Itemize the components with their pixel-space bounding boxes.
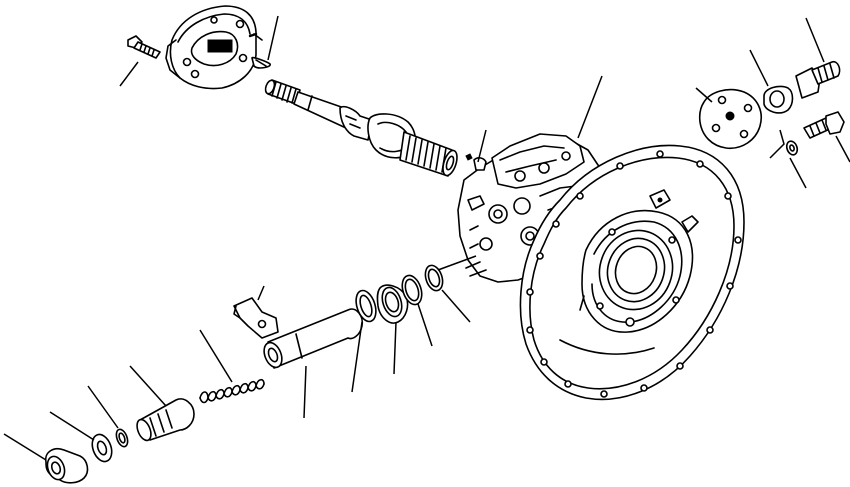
leader-line bbox=[129, 365, 167, 407]
end-plate bbox=[165, 5, 263, 90]
washer bbox=[785, 140, 799, 156]
leader-line bbox=[577, 75, 603, 139]
drive-shaft bbox=[264, 79, 458, 177]
leader-line bbox=[805, 17, 825, 63]
bracket bbox=[233, 297, 279, 339]
leader-line bbox=[49, 411, 95, 441]
leader-line bbox=[417, 303, 433, 347]
bolt bbox=[127, 35, 161, 59]
leader-line bbox=[769, 129, 785, 159]
leader-line bbox=[441, 289, 471, 323]
o-ring bbox=[115, 428, 129, 448]
washer bbox=[91, 433, 113, 463]
leader-line bbox=[87, 385, 119, 429]
rim-bolt-holes bbox=[526, 150, 742, 398]
leader-line bbox=[477, 129, 487, 163]
o-ring bbox=[424, 264, 444, 292]
o-ring bbox=[401, 274, 423, 306]
pin bbox=[251, 56, 271, 69]
leader-line bbox=[393, 321, 397, 375]
leader-line bbox=[119, 61, 139, 87]
leader-line bbox=[303, 365, 307, 419]
leader-line bbox=[199, 329, 233, 383]
leader-line bbox=[749, 49, 769, 87]
bolt bbox=[795, 60, 841, 99]
seal-ring bbox=[355, 289, 377, 323]
leader-line bbox=[3, 433, 47, 461]
spring bbox=[199, 378, 265, 404]
bearing-ring bbox=[376, 284, 409, 324]
bolt bbox=[803, 111, 845, 139]
cover-plate bbox=[698, 88, 762, 150]
leader-line bbox=[789, 157, 807, 189]
shaft-sleeve bbox=[263, 308, 364, 369]
cap-nut bbox=[44, 447, 89, 484]
leader-line bbox=[437, 255, 477, 271]
flywheel-housing bbox=[519, 144, 745, 401]
plug bbox=[136, 398, 195, 442]
leader-line bbox=[267, 15, 279, 61]
leader-line bbox=[695, 87, 713, 103]
spacer bbox=[763, 85, 794, 114]
leader-line bbox=[835, 135, 850, 163]
leader-line bbox=[257, 285, 265, 301]
leader-line bbox=[351, 321, 363, 393]
